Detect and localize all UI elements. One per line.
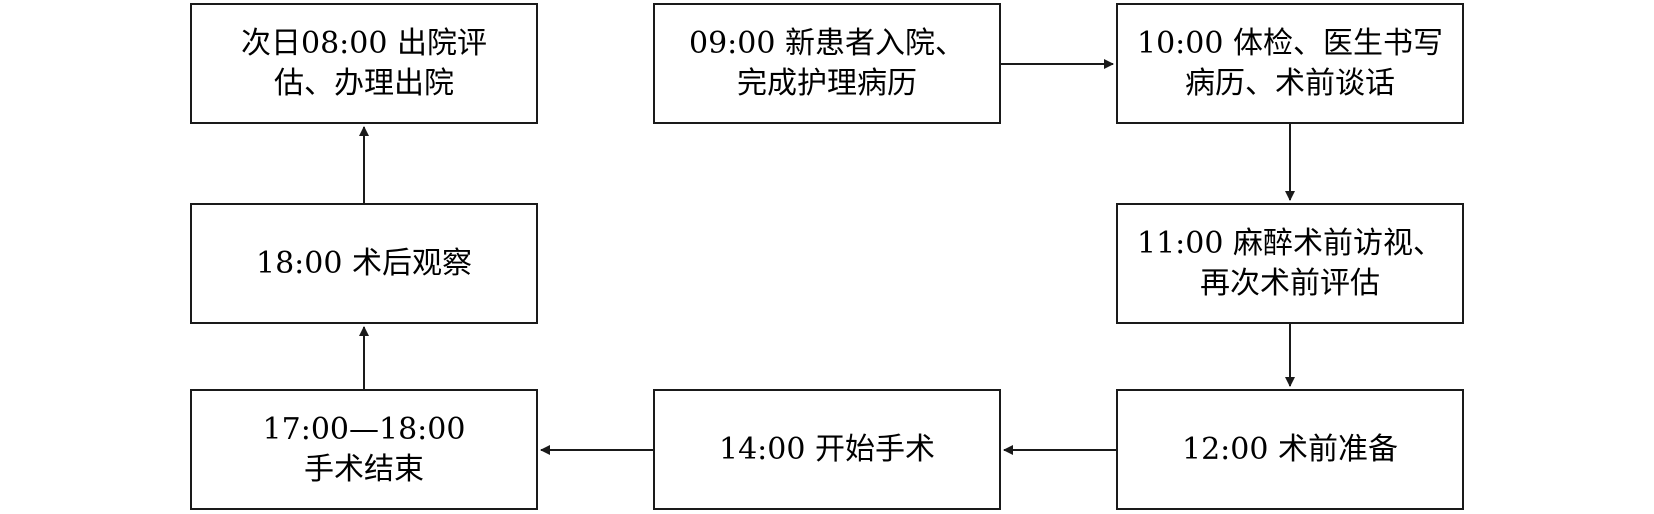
- step-surgery-end-line1: 17:00—18:00: [262, 411, 466, 447]
- step-surgery-start-line1: 14:00 开始手术: [719, 431, 935, 467]
- step-exam-line2: 病历、术前谈话: [1185, 65, 1395, 101]
- step-discharge-line1: 次日08:00 出院评: [241, 25, 487, 61]
- step-exam-line1: 10:00 体检、医生书写: [1137, 25, 1443, 61]
- step-discharge: 次日08:00 出院评 估、办理出院: [190, 3, 538, 124]
- step-postop-observation: 18:00 术后观察: [190, 203, 538, 324]
- step-discharge-line2: 估、办理出院: [274, 65, 454, 101]
- step-surgery-end: 17:00—18:00 手术结束: [190, 389, 538, 510]
- step-postop-observation-line1: 18:00 术后观察: [256, 245, 472, 281]
- step-admission: 09:00 新患者入院、 完成护理病历: [653, 3, 1001, 124]
- step-preop-prep-line1: 12:00 术前准备: [1182, 431, 1398, 467]
- step-anesthesia-visit-line1: 11:00 麻醉术前访视、: [1137, 225, 1443, 261]
- step-anesthesia-visit: 11:00 麻醉术前访视、 再次术前评估: [1116, 203, 1464, 324]
- step-preop-prep: 12:00 术前准备: [1116, 389, 1464, 510]
- step-admission-line1: 09:00 新患者入院、: [689, 25, 965, 61]
- step-surgery-start: 14:00 开始手术: [653, 389, 1001, 510]
- step-admission-line2: 完成护理病历: [737, 65, 917, 101]
- step-exam: 10:00 体检、医生书写 病历、术前谈话: [1116, 3, 1464, 124]
- step-anesthesia-visit-line2: 再次术前评估: [1200, 265, 1380, 301]
- step-surgery-end-line2: 手术结束: [304, 451, 424, 487]
